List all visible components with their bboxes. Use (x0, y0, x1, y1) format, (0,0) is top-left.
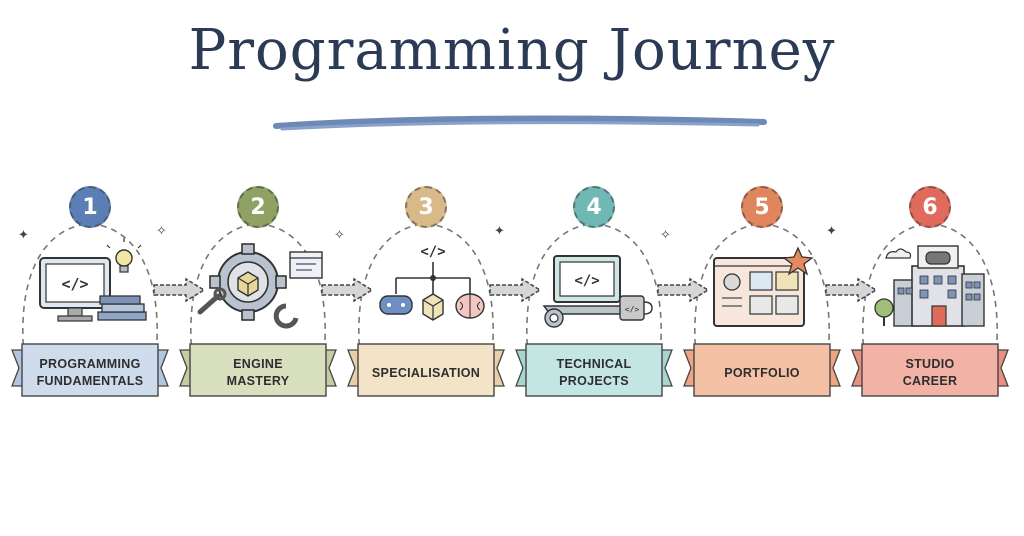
page-title: Programming Journey (188, 18, 836, 83)
stage-banner (683, 343, 841, 397)
stage-label: ENGINE MASTERY (190, 346, 326, 400)
stage-number-badge: 4 (573, 186, 615, 228)
stage-label: PROGRAMMING FUNDAMENTALS (22, 346, 158, 400)
gamepad-sign-icon (917, 245, 959, 269)
stage-1: 1 </> PROGRAMMING FUNDAMENTALS (10, 186, 170, 406)
stage-banner (11, 343, 169, 397)
code-glyph: </> (61, 275, 88, 293)
cube-icon (422, 293, 444, 321)
studio-building-icon (874, 245, 985, 327)
sparkle-icon: ✧ (660, 228, 671, 243)
stage-banner (515, 343, 673, 397)
stage-label-line-2: PROJECTS (559, 374, 629, 388)
stage-label: TECHNICAL PROJECTS (526, 346, 662, 400)
stage-label-line-2: CAREER (902, 374, 958, 388)
code-glyph: </> (625, 305, 640, 314)
tree-icon (874, 298, 894, 326)
code-mug-icon: </> (619, 295, 653, 321)
arrow-right-icon (825, 277, 878, 303)
specialisation-tree-icon: </> (379, 244, 485, 321)
settings-panel-icon (289, 251, 323, 279)
arrow-right-icon (489, 277, 542, 303)
code-glyph: </> (574, 273, 599, 289)
arrow-right-icon (153, 277, 206, 303)
stage-label-line-1: SPECIALISATION (371, 365, 481, 380)
lightbulb-icon (106, 238, 142, 273)
gear-cube-icon (197, 243, 323, 329)
sparkle-icon: ✦ (494, 224, 505, 239)
stage-2: 2 ENGINE (178, 186, 338, 406)
gear-icon (544, 308, 564, 328)
sparkle-icon: ✧ (334, 228, 345, 243)
stage-banner (347, 343, 505, 397)
stage-label: SPECIALISATION (358, 346, 494, 400)
stage-label-line-2: MASTERY (226, 374, 290, 388)
cloud-icon (885, 248, 912, 259)
stage-banner (179, 343, 337, 397)
sparkle-icon: ✦ (826, 224, 837, 239)
stage-number-badge: 3 (405, 186, 447, 228)
stage-number-badge: 6 (909, 186, 951, 228)
stage-banner (851, 343, 1009, 397)
laptop-code-icon: </> </> (542, 255, 653, 328)
arrow-right-icon (657, 277, 710, 303)
stage-label-line-1: ENGINE (233, 357, 283, 371)
stage-label-line-1: TECHNICAL (556, 357, 632, 371)
wrench-icon (197, 287, 299, 329)
stage-3: 3 </> SPECIALISATION (346, 186, 506, 406)
stage-number-badge: 2 (237, 186, 279, 228)
gamepad-icon (379, 295, 413, 315)
brain-icon (455, 293, 485, 319)
title-underline (273, 115, 767, 131)
stage-number-badge: 5 (741, 186, 783, 228)
stage-label-line-1: STUDIO (905, 357, 955, 371)
stage-5: 5 PORTFOLIO (682, 186, 842, 406)
stage-number-badge: 1 (69, 186, 111, 228)
monitor-code-icon: </> (39, 238, 147, 322)
stage-label: PORTFOLIO (694, 346, 830, 400)
books-icon (97, 295, 147, 321)
portfolio-board-icon (713, 246, 814, 327)
stage-label-line-1: PROGRAMMING (39, 357, 141, 371)
sparkle-icon: ✦ (18, 228, 29, 243)
star-icon (782, 246, 814, 276)
stage-label: STUDIO CAREER (862, 346, 998, 400)
arrow-right-icon (321, 277, 374, 303)
stage-4: 4 </> </> TECHNICAL PROJECTS (514, 186, 674, 406)
stage-label-line-2: FUNDAMENTALS (36, 374, 144, 388)
stage-6: 6 STUDIO CAREER (850, 186, 1010, 406)
stage-label-line-1: PORTFOLIO (724, 365, 800, 380)
code-tag-icon: </> (420, 244, 445, 260)
sparkle-icon: ✧ (156, 224, 167, 239)
